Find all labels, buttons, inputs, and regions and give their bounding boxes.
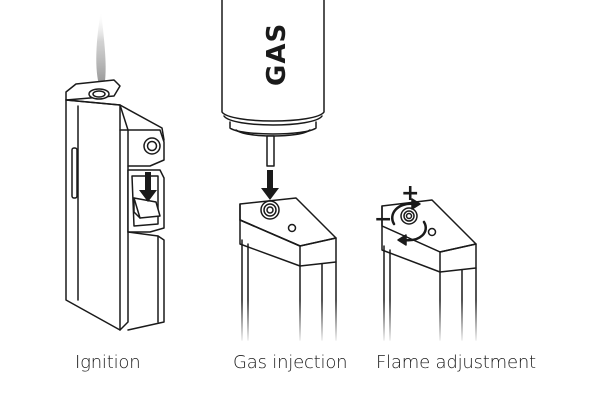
rotate-arrows-icon [391,202,416,226]
side-slot [71,147,78,199]
canister-nozzle [266,135,275,167]
decrease-symbol: − [374,207,392,232]
gas-injection-illustration [221,0,342,344]
caption-ignition: Ignition [75,352,141,373]
caption-gas-injection: Gas injection [233,352,348,373]
flame-adjustment-illustration [378,198,482,344]
inject-down-arrow-icon [261,170,279,200]
gas-canister [221,0,325,122]
ignition-button-ring [143,137,161,155]
canister-label: GAS [262,23,292,86]
increase-symbol: + [401,181,419,206]
lighter-body [65,99,129,331]
caption-flame-adjustment: Flame adjustment [376,352,536,373]
ignition-illustration [65,10,165,331]
flame-smoke [96,10,106,88]
press-down-arrow-icon [139,172,157,202]
